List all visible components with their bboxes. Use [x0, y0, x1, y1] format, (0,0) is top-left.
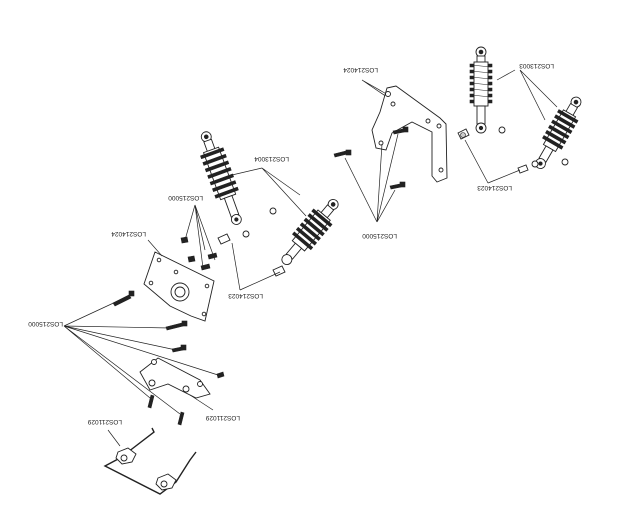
front-hardware-left: [217, 207, 286, 277]
label-rear-hardware-right: LOS214023: [477, 184, 512, 191]
rear-screws-right: [333, 126, 409, 223]
bumper-mount: [139, 357, 214, 411]
label-front-shock-left: LOS213004: [254, 155, 289, 162]
rear-hardware-right: [457, 126, 569, 174]
main-screws-left: [63, 290, 225, 426]
rear-plate-right: [371, 85, 448, 183]
rear-shock-upper: [469, 46, 493, 134]
leader-lines-front-left: [184, 167, 307, 291]
front-shock-upper: [200, 131, 242, 225]
label-front-plate-left: LOS214024: [111, 230, 146, 237]
label-main-screws-left: LOS215000: [28, 320, 63, 327]
label-bumper-wire: LOS211029: [87, 418, 122, 425]
label-rear-shock-right: LOS213003: [519, 62, 554, 69]
front-screws-upper-left: [180, 236, 218, 271]
front-plate-left: [143, 239, 215, 322]
label-bumper-mount: LOS211029: [205, 414, 240, 421]
label-rear-screws-right: LOS215000: [362, 232, 397, 239]
front-shock-lower: [281, 198, 339, 266]
bumper-wire: [103, 427, 197, 495]
label-front-screws-upper-left: LOS215000: [168, 194, 203, 201]
rear-shock-lower: [535, 96, 582, 170]
label-rear-plate-right: LOS214024: [343, 66, 378, 73]
label-front-hardware-left: LOS214023: [228, 292, 263, 299]
